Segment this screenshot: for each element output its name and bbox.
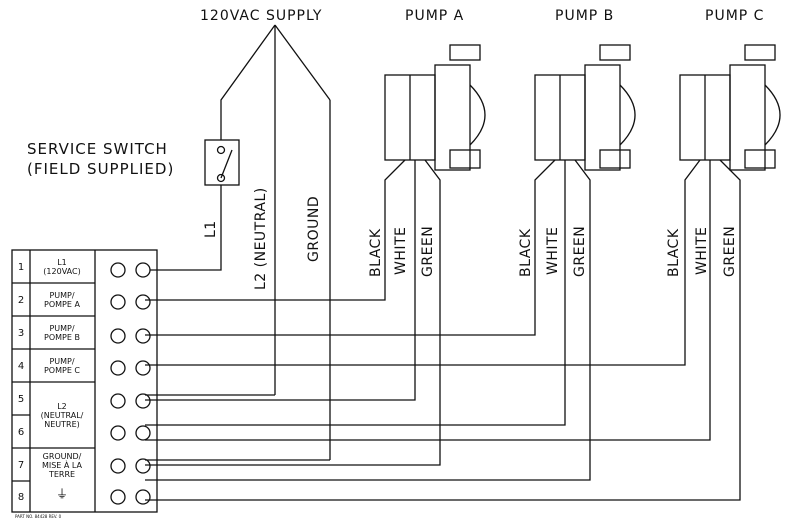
- service-switch: [204, 139, 240, 186]
- pump-c-white-label: WHITE: [694, 226, 710, 275]
- part-number: PART NO. 84428 REV. 0: [15, 514, 62, 519]
- terminal-num-3: 3: [17, 328, 25, 339]
- ground-symbol-icon: ⏚: [55, 487, 68, 501]
- pump-c-body: [679, 44, 781, 171]
- pump-b-black-label: BLACK: [518, 228, 534, 277]
- terminal-label-l1: L1 (120VAC): [43, 258, 81, 276]
- terminal-label-neutral: L2 (NEUTRAL/ NEUTRE): [40, 402, 84, 429]
- terminal-label-pump-b: PUMP/ POMPE B: [44, 324, 80, 342]
- pump-b-green-label: GREEN: [572, 225, 588, 277]
- terminal-num-6: 6: [17, 427, 25, 438]
- pump-a-green-label: GREEN: [420, 225, 436, 277]
- service-switch-sublabel: (FIELD SUPPLIED): [27, 160, 175, 178]
- pump-c-label: PUMP C: [705, 8, 765, 24]
- wire-l1: [220, 24, 276, 140]
- pump-a-white-label: WHITE: [393, 226, 409, 275]
- service-switch-label: SERVICE SWITCH: [27, 140, 168, 158]
- terminal-screws: [110, 262, 151, 505]
- ground-label: GROUND: [306, 195, 322, 262]
- terminal-num-4: 4: [17, 361, 25, 372]
- terminal-num-8: 8: [17, 492, 25, 503]
- terminal-num-5: 5: [17, 394, 25, 405]
- terminal-label-ground: GROUND/ MISE À LA TERRE: [41, 452, 83, 479]
- pump-a-body: [384, 44, 486, 171]
- supply-label: 120VAC SUPPLY: [200, 8, 323, 24]
- terminal-num-1: 1: [17, 262, 25, 273]
- l2-label: L2 (NEUTRAL): [253, 187, 269, 290]
- terminal-num-2: 2: [17, 295, 25, 306]
- pump-b-white-label: WHITE: [545, 226, 561, 275]
- pump-a-label: PUMP A: [405, 8, 465, 24]
- pump-a-black-label: BLACK: [368, 228, 384, 277]
- pump-c-black-label: BLACK: [666, 228, 682, 277]
- l1-label: L1: [203, 220, 219, 238]
- terminal-label-pump-a: PUMP/ POMPE A: [44, 291, 80, 309]
- terminal-block: [11, 249, 158, 513]
- terminal-label-pump-c: PUMP/ POMPE C: [43, 357, 81, 375]
- pump-c-green-label: GREEN: [722, 225, 738, 277]
- pump-b-label: PUMP B: [555, 8, 615, 24]
- pump-b-body: [534, 44, 636, 171]
- terminal-num-7: 7: [17, 460, 25, 471]
